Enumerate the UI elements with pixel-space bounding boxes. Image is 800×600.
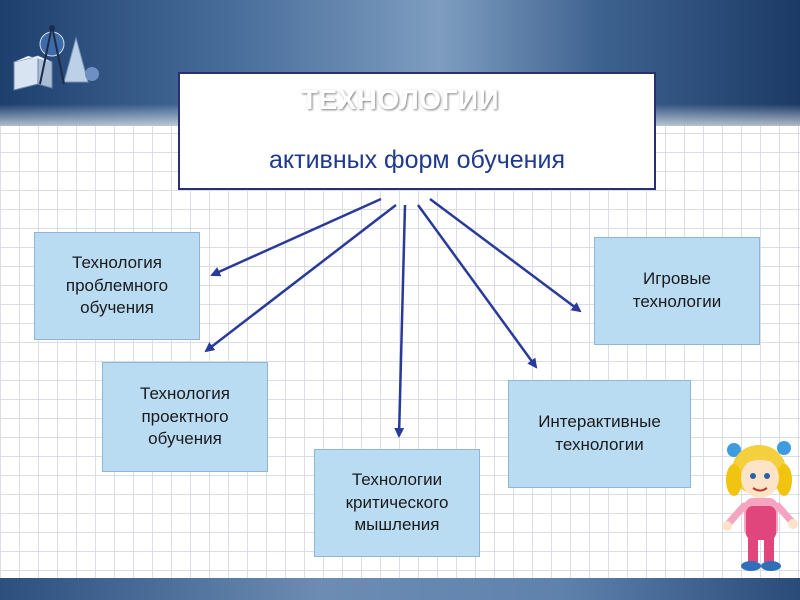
page-subtitle: активных форм обучения [269,146,565,174]
arrow-to-interactive [416,204,538,369]
box-project-learning: Технология проектного обучения [102,362,268,472]
box-problem-learning: Технология проблемного обучения [34,232,200,340]
title-frame [178,72,656,190]
girl-mascot-icon [722,441,798,571]
arrow-to-problem-learning [210,197,382,277]
box-problem-learning-label: Технология проблемного обучения [65,252,169,318]
footer-band [0,578,800,600]
page-title: ТЕХНОЛОГИИ [300,84,500,115]
arrow-to-games [429,197,582,313]
arrow-to-project-learning [204,204,397,353]
box-critical-thinking: Технологии критического мышления [314,449,480,557]
box-critical-thinking-label: Технологии критического мышления [345,469,449,535]
geometry-compass-icon [13,25,99,91]
box-interactive-technologies-label: Интерактивные технологии [538,412,661,454]
arrow-to-critical-thinking [394,204,407,438]
box-project-learning-label: Технология проектного обучения [140,383,230,449]
box-interactive-technologies: Интерактивные технологии [508,380,691,488]
box-game-technologies-label: Игровые технологии [632,269,722,311]
box-game-technologies: Игровые технологии [594,237,760,345]
